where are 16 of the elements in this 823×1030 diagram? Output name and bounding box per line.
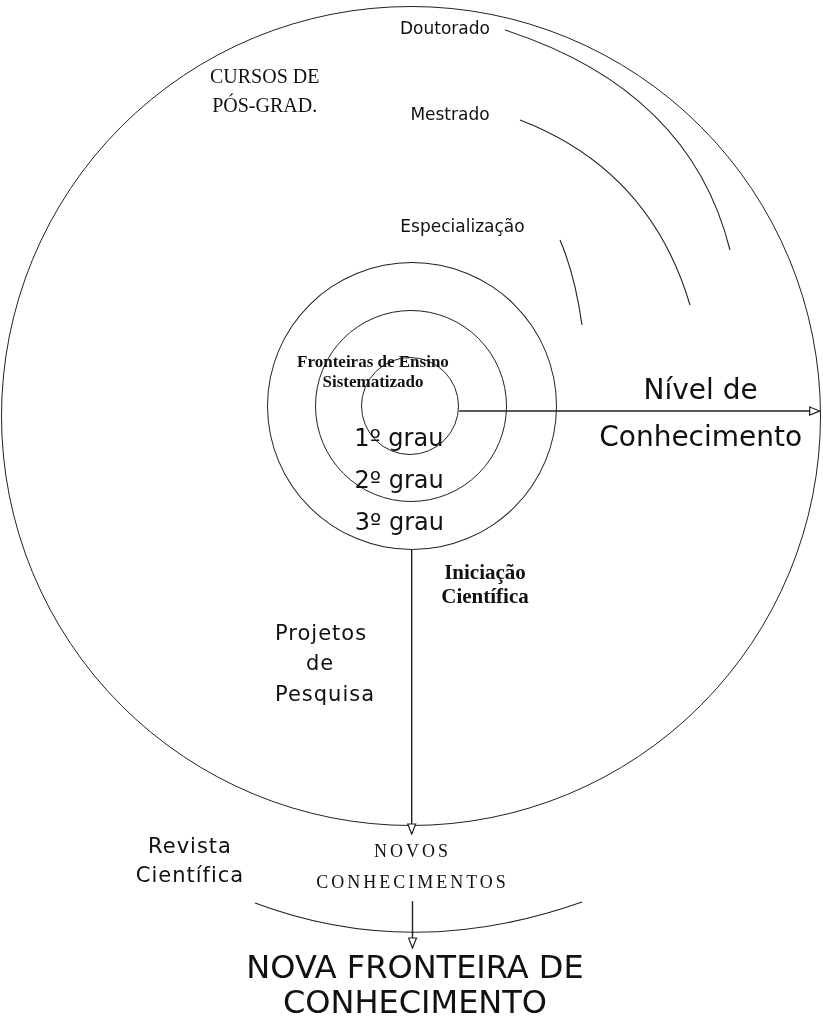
arrow — [458, 406, 821, 416]
arc-label: Especialização — [399, 216, 526, 238]
text-label: Iniciação Científica — [440, 560, 530, 609]
section-title: CURSOS DE PÓS-GRAD. — [208, 63, 321, 118]
axis-label: Nível de Conhecimento — [579, 365, 822, 460]
arc-label: Mestrado — [409, 104, 491, 126]
text-label: Revista Científica — [134, 833, 246, 890]
level-label: 3º grau — [353, 507, 445, 538]
level-label: 2º grau — [353, 465, 445, 496]
heading-text: NOVA FRONTEIRA DE CONHECIMENTO — [230, 950, 600, 1021]
level-label: 1º grau — [353, 422, 445, 453]
arrow — [407, 900, 418, 949]
arc-label: Doutorado — [399, 18, 491, 40]
text-label: Projetos de Pesquisa — [274, 620, 377, 708]
result-label: NOVOS CONHECIMENTOS — [285, 836, 540, 898]
arrow — [407, 549, 417, 835]
